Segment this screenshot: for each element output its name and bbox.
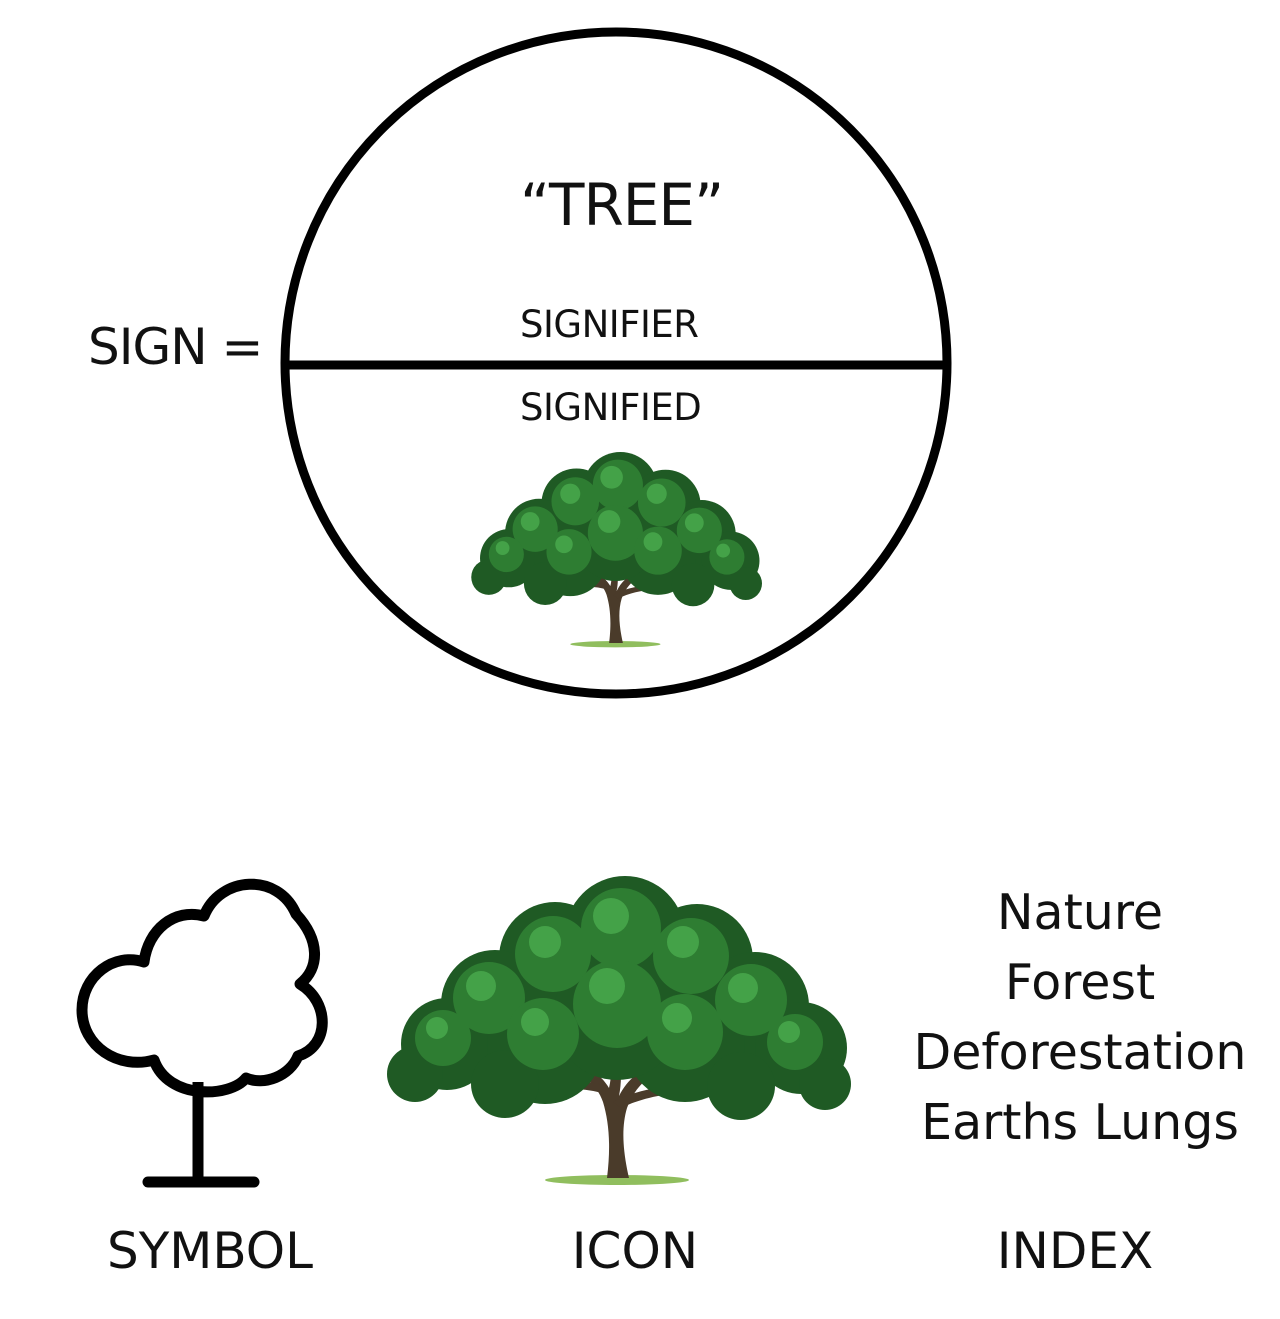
signifier-label: SIGNIFIER bbox=[520, 303, 699, 346]
index-word: Deforestation bbox=[913, 1024, 1247, 1081]
icon-tree-image bbox=[385, 876, 851, 1186]
signifier-word: “TREE” bbox=[520, 171, 724, 239]
index-word-list: Nature Forest Deforestation Earths Lungs bbox=[900, 878, 1260, 1158]
index-caption: INDEX bbox=[996, 1222, 1154, 1280]
icon-caption: ICON bbox=[571, 1222, 699, 1280]
index-word: Nature bbox=[996, 884, 1164, 941]
symbol-tree-icon bbox=[76, 878, 328, 1188]
signified-label: SIGNIFIED bbox=[520, 386, 702, 429]
signified-tree-image bbox=[470, 452, 762, 648]
index-word: Forest bbox=[1004, 954, 1156, 1011]
index-word: Earths Lungs bbox=[921, 1094, 1239, 1151]
sign-circle bbox=[280, 27, 952, 699]
symbol-caption: SYMBOL bbox=[106, 1222, 314, 1280]
sign-label: SIGN = bbox=[88, 318, 263, 376]
